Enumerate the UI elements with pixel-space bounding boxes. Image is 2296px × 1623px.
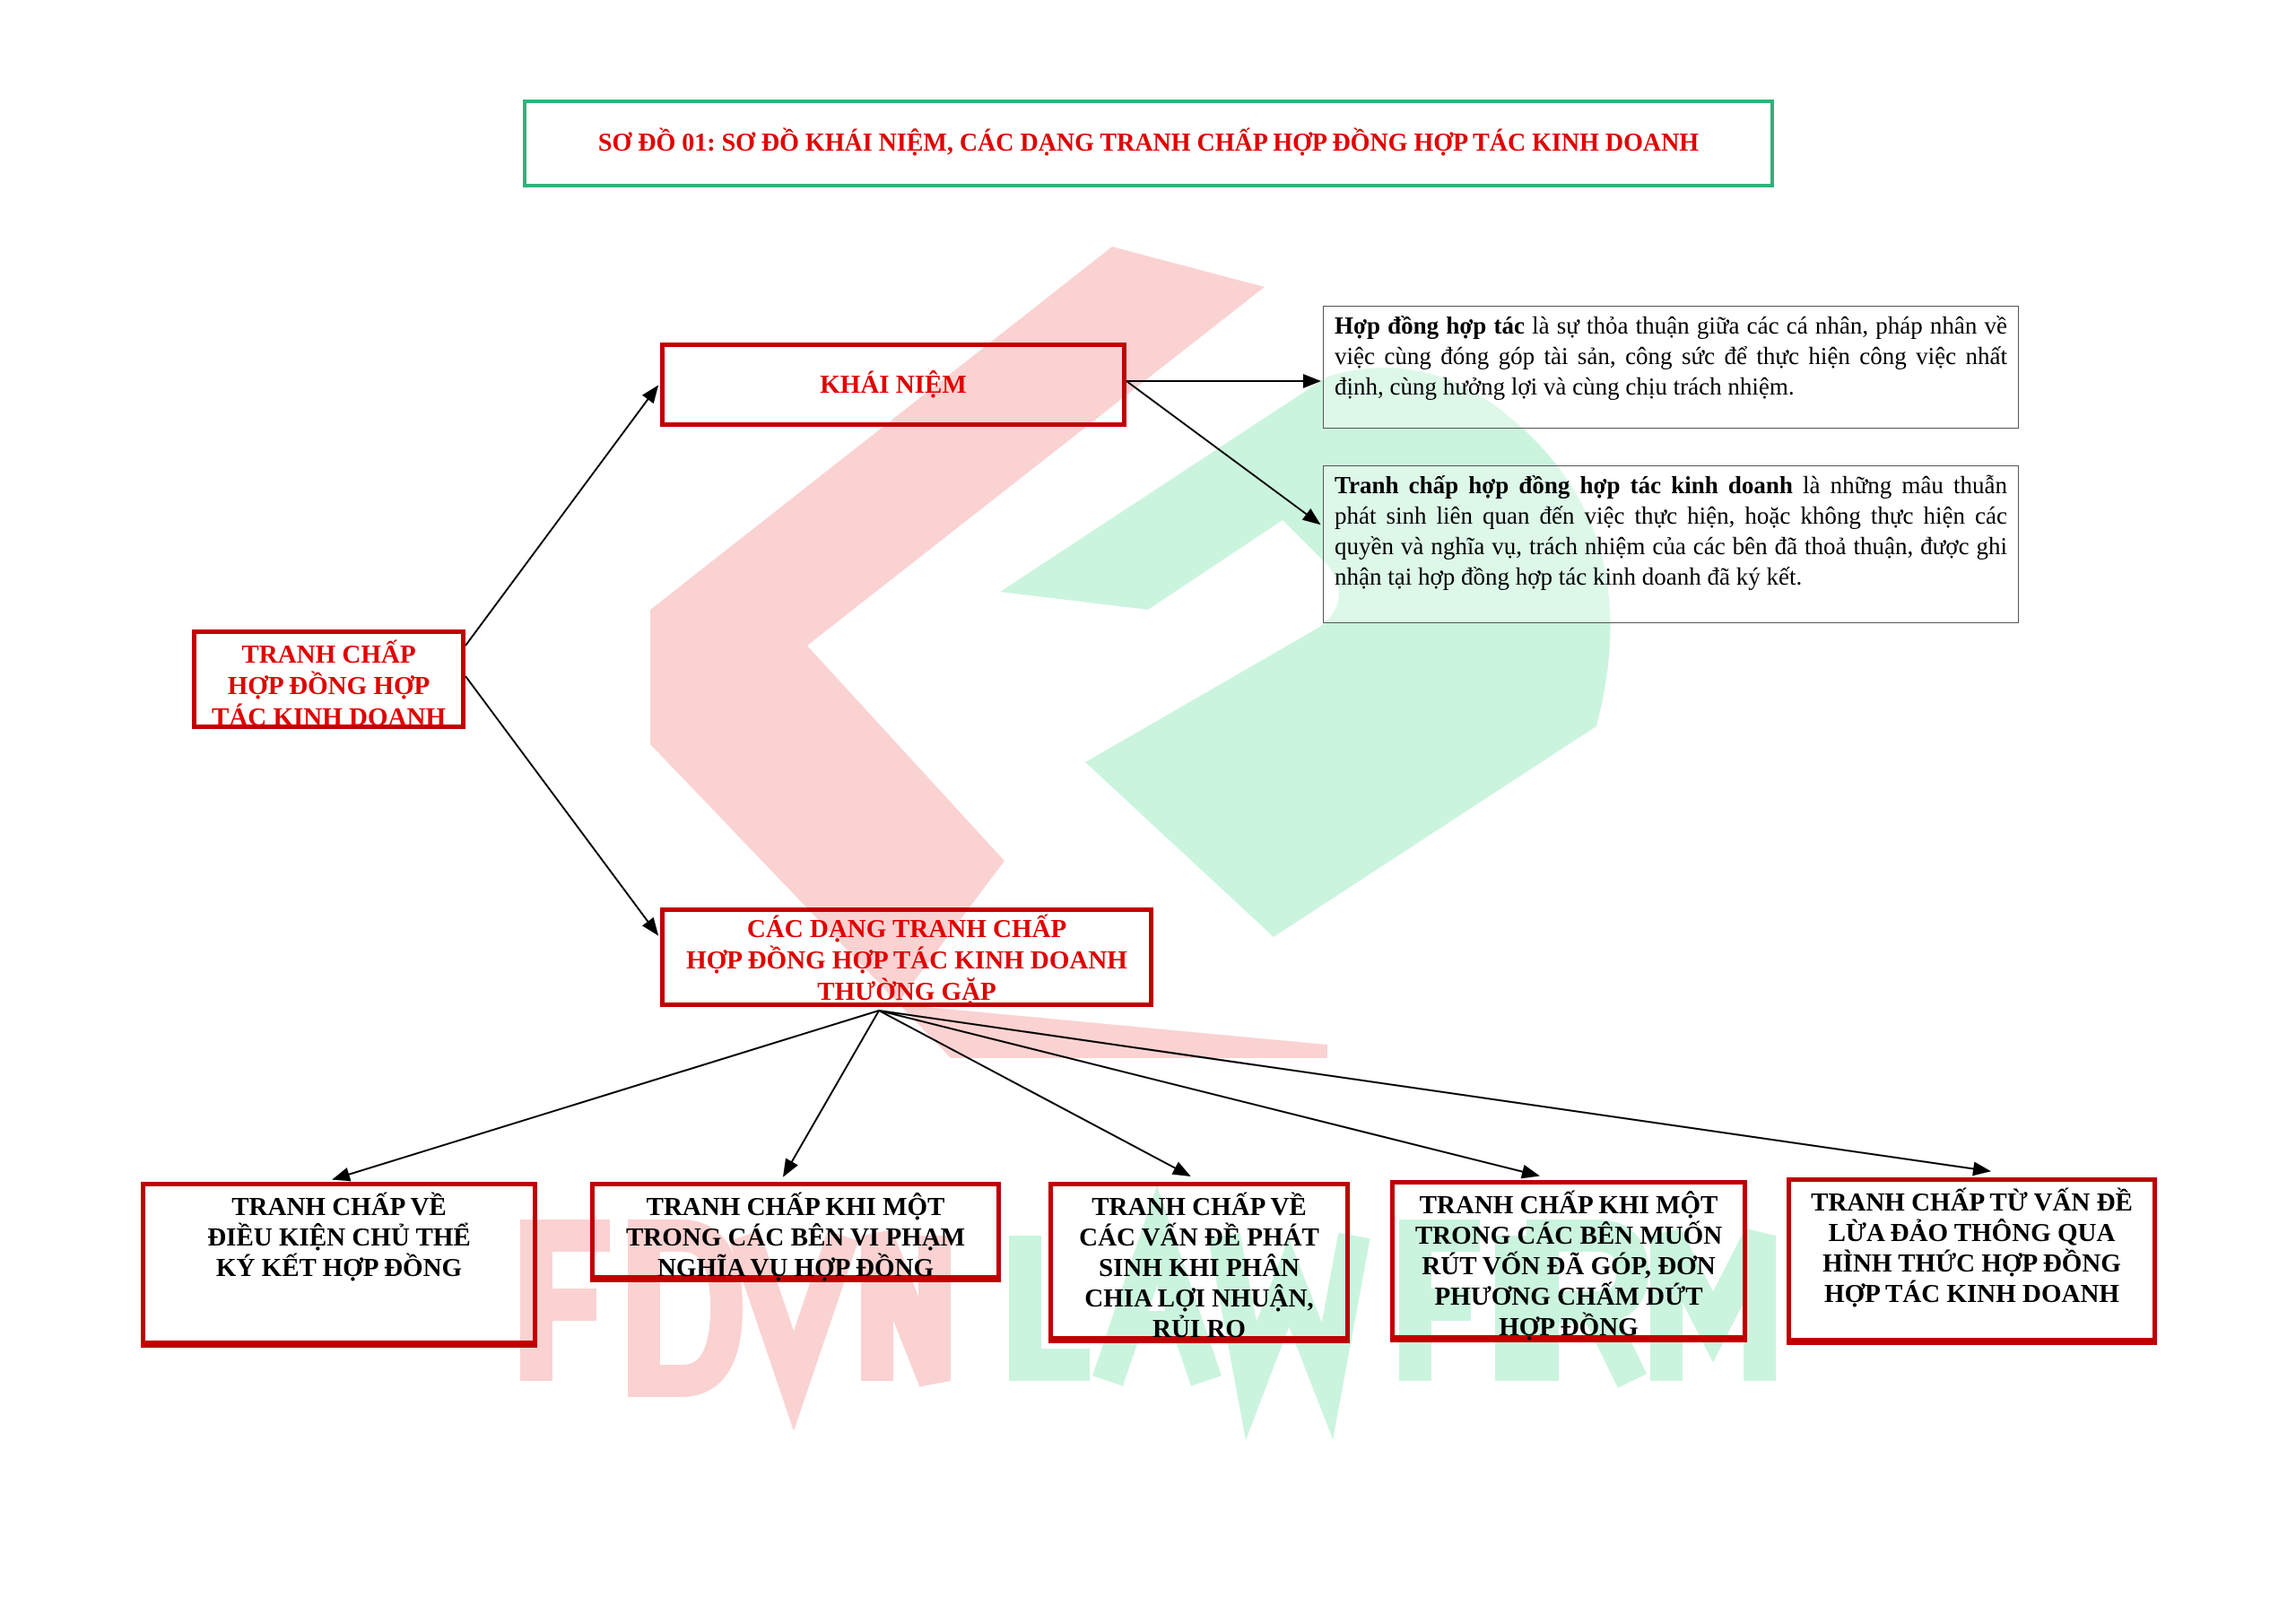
- arrow-types-1: [332, 1010, 880, 1182]
- dispute-line: ĐIỀU KIỆN CHỦ THỂ: [207, 1223, 471, 1252]
- dispute-line: HỢP ĐỒNG: [1499, 1313, 1639, 1341]
- root-line: TÁC KINH DOANH: [211, 703, 446, 732]
- dispute-line: TRANH CHẤP TỪ VẤN ĐỀ: [1811, 1188, 2133, 1217]
- dispute-line: TRANH CHẤP VỀ: [1091, 1193, 1307, 1221]
- arrow-concept-def2: [1126, 380, 1321, 525]
- dispute-line: TRANH CHẤP KHI MỘT: [1419, 1191, 1718, 1219]
- definition-dispute: Tranh chấp hợp đồng hợp tác kinh doanh l…: [1323, 465, 2019, 623]
- dispute-line: NGHĨA VỤ HỢP ĐỒNG: [657, 1254, 935, 1282]
- arrow-types-3: [878, 1010, 1191, 1176]
- concept-node: KHÁI NIỆM: [660, 343, 1126, 427]
- dispute-types-node: CÁC DẠNG TRANH CHẤP HỢP ĐỒNG HỢP TÁC KINH…: [660, 907, 1153, 1007]
- dispute-line: HÌNH THỨC HỢP ĐỒNG: [1822, 1249, 2121, 1278]
- types-line: HỢP ĐỒNG HỢP TÁC KINH DOANH: [686, 946, 1127, 975]
- dispute-line: TRONG CÁC BÊN MUỐN: [1414, 1221, 1723, 1250]
- watermark-lawfirm-shape: [1009, 1185, 1776, 1441]
- root-node: TRANH CHẤP HỢP ĐỒNG HỢP TÁC KINH DOANH: [192, 629, 465, 732]
- dispute-line: TRANH CHẤP VỀ: [231, 1193, 447, 1221]
- types-line: CÁC DẠNG TRANH CHẤP: [746, 915, 1067, 943]
- definition-term: Tranh chấp hợp đồng hợp tác kinh doanh: [1335, 472, 1793, 499]
- dispute-line: TRONG CÁC BÊN VI PHẠM: [625, 1223, 966, 1252]
- dispute-line: LỪA ĐẢO THÔNG QUA: [1828, 1219, 2116, 1247]
- dispute-line: KÝ KẾT HỢP ĐỒNG: [215, 1254, 463, 1282]
- types-line: THƯỜNG GẶP: [817, 977, 996, 1006]
- definition-text: là sự thỏa thuận giữa các cá nhân, pháp …: [1335, 312, 2007, 400]
- definition-text: là những mâu thuẫn phát sinh liên quan đ…: [1335, 472, 2007, 590]
- root-line: TRANH CHẤP: [241, 640, 416, 669]
- dispute-line: TRANH CHẤP KHI MỘT: [646, 1193, 945, 1221]
- concept-label: KHÁI NIỆM: [820, 369, 967, 399]
- diagram-title: SƠ ĐỒ 01: SƠ ĐỒ KHÁI NIỆM, CÁC DẠNG TRAN…: [523, 100, 1774, 187]
- dispute-line: CHIA LỢI NHUẬN,: [1084, 1284, 1314, 1313]
- arrow-root-types: [465, 675, 659, 936]
- arrow-types-5: [878, 1010, 1991, 1176]
- dispute-line: RÚT VỐN ĐÃ GÓP, ĐƠN: [1422, 1252, 1716, 1280]
- root-line: HỢP ĐỒNG HỢP: [227, 672, 430, 700]
- arrow-types-4: [878, 1010, 1540, 1179]
- definition-contract: Hợp đồng hợp tác là sự thỏa thuận giữa c…: [1323, 306, 2019, 429]
- dispute-line: CÁC VẤN ĐỀ PHÁT: [1079, 1223, 1319, 1252]
- arrow-types-2: [783, 1010, 880, 1177]
- dispute-line: SINH KHI PHÂN: [1099, 1254, 1300, 1282]
- dispute-line: RỦI RO: [1152, 1315, 1246, 1343]
- dispute-line: HỢP TÁC KINH DOANH: [1824, 1280, 2119, 1308]
- arrow-root-concept: [465, 385, 659, 647]
- definition-term: Hợp đồng hợp tác: [1335, 312, 1525, 339]
- dispute-line: PHƯƠNG CHẤM DỨT: [1434, 1282, 1703, 1311]
